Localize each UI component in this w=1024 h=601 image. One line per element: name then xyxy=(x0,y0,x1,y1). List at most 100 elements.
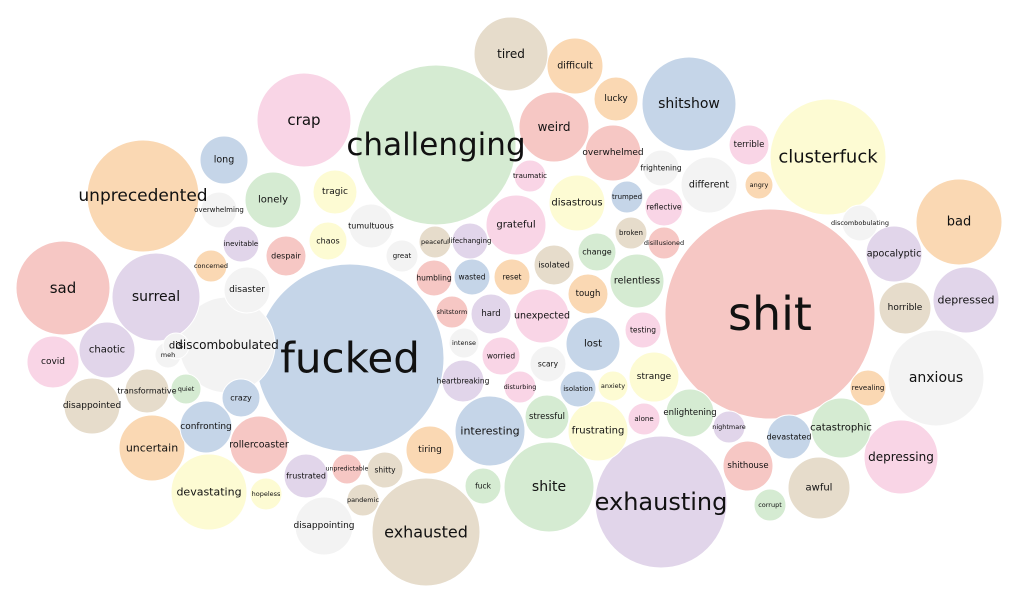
bubble-shitty xyxy=(366,451,404,489)
bubble-heartbreaking xyxy=(441,359,485,403)
bubble-label-chaos: chaos xyxy=(316,237,339,246)
bubble-catastrophic xyxy=(810,397,872,459)
bubble-label-strange: strange xyxy=(637,372,672,382)
bubble-label-tumultuous: tumultuous xyxy=(348,222,394,231)
bubble-label-shitty: shitty xyxy=(374,466,396,475)
bubble-hopeless xyxy=(249,477,283,511)
bubble-nightmare xyxy=(712,410,746,444)
bubble-depressing xyxy=(863,419,939,495)
bubble-label-revealing: revealing xyxy=(852,384,885,392)
bubble-label-unexpected: unexpected xyxy=(514,311,570,322)
bubble-label-devastating: devastating xyxy=(176,486,241,499)
bubble-label-scary: scary xyxy=(538,360,559,369)
bubble-label-dis: dis xyxy=(169,341,183,352)
bubble-label-surreal: surreal xyxy=(132,289,180,305)
bubble-label-discombobulated: discombobulated xyxy=(175,338,278,352)
bubble-shitshow xyxy=(641,56,737,152)
bubble-relentless xyxy=(609,253,665,309)
bubble-label-crap: crap xyxy=(287,111,320,129)
bubble-label-wasted: wasted xyxy=(459,273,486,282)
bubble-label-unprecedented: unprecedented xyxy=(78,186,207,206)
bubble-label-apocalyptic: apocalyptic xyxy=(867,249,922,260)
bubble-broken xyxy=(614,216,648,250)
bubble-humbling xyxy=(415,259,453,297)
bubble-inevitable xyxy=(222,225,260,263)
bubble-anxiety xyxy=(597,370,629,402)
bubble-intense xyxy=(448,327,480,359)
bubble-tragic xyxy=(312,169,358,215)
bubble-devastating xyxy=(170,453,248,531)
bubble-label-challenging: challenging xyxy=(346,127,525,163)
bubble-stressful xyxy=(524,394,570,440)
bubble-label-shitshow: shitshow xyxy=(658,96,720,112)
bubble-lost xyxy=(565,316,621,372)
bubble-disappointed xyxy=(63,377,121,435)
bubble-shitstorm xyxy=(435,295,469,329)
bubble-label-lucky: lucky xyxy=(604,94,628,104)
bubble-shithouse xyxy=(722,440,774,492)
bubble-peaceful xyxy=(418,225,452,259)
bubble-label-lost: lost xyxy=(584,339,602,350)
bubble-frustrating xyxy=(567,400,629,462)
bubble-label-intense: intense xyxy=(452,339,476,347)
bubble-corrupt xyxy=(753,488,787,522)
bubble-label-disastrous: disastrous xyxy=(551,198,602,209)
bubble-label-corrupt: corrupt xyxy=(758,501,782,509)
bubble-label-tragic: tragic xyxy=(322,187,348,197)
bubble-label-traumatic: traumatic xyxy=(513,172,547,180)
bubble-label-disappointed: disappointed xyxy=(63,401,121,411)
bubble-tiring xyxy=(405,425,455,475)
bubble-label-long: long xyxy=(214,155,235,166)
bubble-discombobulating xyxy=(841,204,879,242)
bubble-label-difficult: difficult xyxy=(557,61,593,72)
bubble-transformative xyxy=(124,368,170,414)
bubble-label-overwhelmed: overwhelmed xyxy=(582,148,643,158)
bubble-label-devastated: devastated xyxy=(767,433,812,442)
bubble-change xyxy=(577,232,617,272)
bubble-label-angry: angry xyxy=(750,181,769,189)
bubble-challenging xyxy=(355,64,517,226)
bubble-label-shithouse: shithouse xyxy=(727,461,768,471)
bubble-shit xyxy=(664,208,876,420)
bubble-disaster xyxy=(223,266,271,314)
bubble-label-disaster: disaster xyxy=(229,285,265,295)
bubble-label-alone: alone xyxy=(634,415,653,423)
bubble-disappointing xyxy=(294,496,354,556)
bubble-label-meh: meh xyxy=(161,351,175,359)
bubble-testing xyxy=(624,311,662,349)
bubble-scary xyxy=(529,345,567,383)
bubble-devastated xyxy=(766,414,812,460)
bubble-exhausting xyxy=(594,435,728,569)
bubble-weird xyxy=(518,91,590,163)
bubble-label-disturbing: disturbing xyxy=(504,383,537,391)
bubble-concerned xyxy=(194,249,228,283)
bubble-label-tiring: tiring xyxy=(418,445,442,455)
bubble-label-trumped: trumped xyxy=(612,193,642,201)
bubble-label-concerned: concerned xyxy=(194,262,228,270)
bubble-anxious xyxy=(887,329,985,427)
bubble-chaos xyxy=(308,221,348,261)
bubble-label-tired: tired xyxy=(497,47,525,61)
bubble-grateful xyxy=(485,194,547,256)
bubble-label-shitstorm: shitstorm xyxy=(437,308,468,316)
bubble-horrible xyxy=(878,281,932,335)
bubble-tough xyxy=(567,273,609,315)
bubble-label-bad: bad xyxy=(947,215,971,230)
bubble-interesting xyxy=(454,395,526,467)
bubble-label-transformative: transformative xyxy=(117,387,176,396)
bubble-label-different: different xyxy=(689,180,730,191)
bubble-label-humbling: humbling xyxy=(416,274,451,283)
bubble-label-tough: tough xyxy=(576,289,601,299)
bubble-tired xyxy=(473,16,549,92)
bubble-long xyxy=(199,135,249,185)
bubble-revealing xyxy=(849,369,887,407)
bubble-label-reset: reset xyxy=(503,273,522,282)
bubble-disturbing xyxy=(503,370,537,404)
bubble-unprecedented xyxy=(86,139,200,253)
bubble-label-shite: shite xyxy=(532,479,566,495)
bubble-quiet xyxy=(170,373,202,405)
bubble-label-heartbreaking: heartbreaking xyxy=(437,377,490,386)
bubble-confronting xyxy=(179,400,233,454)
bubble-label-shit: shit xyxy=(728,287,812,341)
bubble-lonely xyxy=(244,171,302,229)
